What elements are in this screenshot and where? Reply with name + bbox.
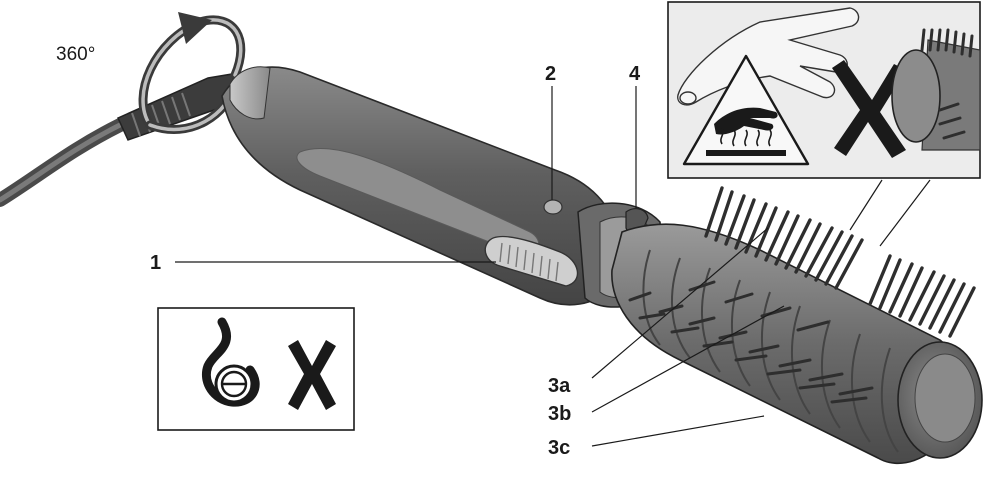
panel-callout-line [879,179,931,247]
callout-1: 1 [150,252,496,274]
indicator-light [543,199,563,215]
brush-end-icon [891,28,981,151]
short-bristles [628,280,874,404]
label-3a: 3a [548,375,571,397]
label-3b: 3b [548,403,571,425]
hot-surface-warning-icon [682,54,810,166]
slide-switch[interactable] [484,235,578,287]
power-cord [0,118,127,207]
callout-2: 2 [545,63,556,200]
label-2: 2 [545,63,556,85]
callout-4: 4 [629,63,641,208]
cross-mark-icon [288,340,336,410]
panel-callout-line [849,179,883,231]
callout-3a: 3a [548,227,769,397]
label-1: 1 [150,252,161,274]
cross-mark-icon [832,60,906,158]
callout-3c: 3c [548,415,765,459]
steam-symbol-icon [202,317,260,407]
label-4: 4 [629,63,641,85]
callout-3b: 3b [548,305,785,425]
label-3c: 3c [548,437,570,459]
brush-barrel [611,223,983,465]
no-steam-panel [157,307,355,431]
rotation-label: 360° [56,44,95,65]
hot-surface-panel [667,1,981,179]
